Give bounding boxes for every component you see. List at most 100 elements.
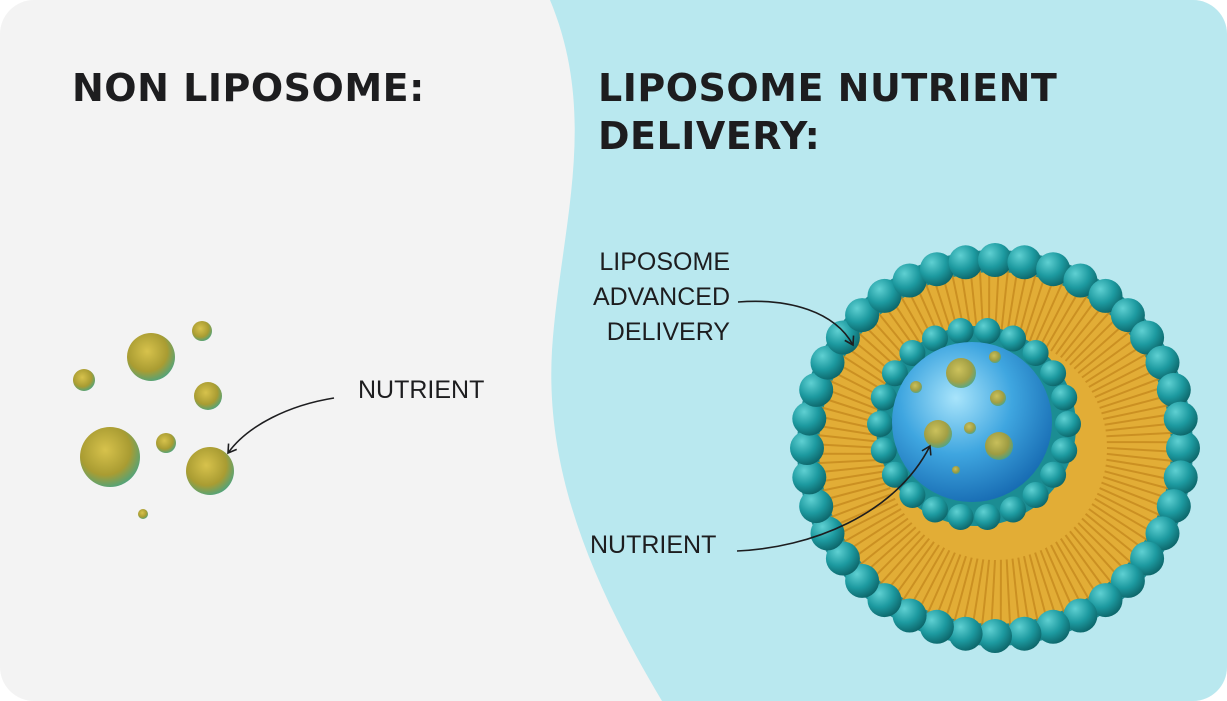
lipid-head — [792, 401, 827, 436]
lipid-head — [1166, 431, 1200, 465]
lipid-tail-strand — [817, 458, 884, 465]
lipid-head — [1130, 541, 1165, 576]
lipid-head — [799, 489, 834, 524]
lipid-tail-strand — [1017, 557, 1030, 623]
lipid-tail-strand — [1105, 422, 1172, 432]
shell-label-line2: ADVANCED — [592, 283, 730, 311]
lipid-tail-strand — [1081, 337, 1137, 379]
lipid-head — [1051, 384, 1078, 411]
lipid-tail-strand — [817, 434, 884, 444]
lipid-tail-strand — [1084, 513, 1138, 557]
lipid-head — [1040, 461, 1067, 488]
lipid-tail-strand — [1104, 413, 1170, 426]
nutrient-particle — [952, 466, 960, 474]
lipid-head — [1063, 263, 1098, 298]
lipid-tail-strand — [1099, 487, 1161, 517]
lipid-tail-strand — [910, 547, 946, 606]
nutrient-particle — [156, 433, 176, 453]
lipid-tail-strand — [1044, 547, 1074, 609]
lipid-head — [948, 616, 983, 651]
lipid-head — [947, 318, 974, 344]
lipid-head — [892, 263, 927, 298]
lipid-head — [1110, 563, 1145, 598]
lipid-head — [867, 278, 902, 313]
lipid-tail-strand — [1055, 541, 1090, 600]
liposome-core — [892, 342, 1052, 502]
lipid-tail-strand — [830, 492, 894, 519]
lipid-head — [1130, 320, 1165, 355]
lipid-head — [974, 318, 1001, 344]
lipid-tail-strand — [1106, 452, 1173, 462]
lipid-tail-strand — [1077, 330, 1131, 374]
lipid-head — [1145, 345, 1180, 380]
lipid-tail-strand — [990, 559, 996, 627]
shell-label-line1: LIPOSOME — [599, 248, 730, 276]
lipid-tail-strand — [1059, 538, 1098, 595]
lipid-head — [978, 243, 1012, 277]
lipid-tail-strands — [816, 269, 1174, 627]
nutrient-particle — [186, 447, 234, 495]
lipid-head — [899, 482, 926, 508]
outer-lipid-heads — [790, 243, 1200, 653]
lipid-tail-strand — [1073, 526, 1120, 578]
lipid-tail-strand — [971, 559, 985, 625]
lipid-tail-strand — [981, 559, 991, 626]
lipid-head — [1088, 583, 1123, 618]
nutrient-particle — [964, 422, 976, 434]
lipid-tail-strand — [1060, 305, 1104, 359]
lipid-tail-strand — [1050, 295, 1088, 352]
lipid-tail-strand — [1094, 369, 1156, 399]
lipid-tail-strand — [1055, 300, 1096, 355]
lipid-head — [867, 583, 902, 618]
lipid-tail-strand — [838, 503, 899, 535]
shell-label: LIPOSOME ADVANCED DELIVERY — [593, 245, 730, 350]
lipid-tail-strand — [1005, 271, 1019, 337]
lipid-head — [978, 619, 1012, 653]
lipid-tail-strand — [1039, 286, 1072, 347]
lipid-head — [919, 609, 954, 644]
nutrient-particle — [194, 382, 222, 410]
lipid-tail-strand — [1106, 447, 1174, 453]
lipid-tail-strand — [872, 530, 921, 579]
lipid-head — [1088, 278, 1123, 313]
lipid-head — [1000, 325, 1026, 352]
lipid-tail-strand — [843, 508, 902, 543]
lipid-tail-strand — [1106, 431, 1173, 438]
lipid-head — [919, 252, 954, 287]
lipid-head — [899, 340, 926, 366]
lipid-tail-strand — [859, 522, 913, 566]
lipid-tail-strand — [879, 534, 926, 585]
lipid-head — [947, 504, 974, 530]
nutrient-particle — [946, 358, 976, 388]
lipid-tail-strand — [1094, 497, 1153, 533]
lipid-tail-strand — [1088, 508, 1143, 549]
shell-label-line3: DELIVERY — [606, 318, 730, 346]
lipid-tail-strand — [824, 481, 889, 501]
lipid-head — [948, 245, 983, 280]
lipid-tail-strand — [944, 555, 967, 620]
lipid-tail-strand — [999, 270, 1009, 337]
lipid-head — [1036, 609, 1071, 644]
lipid-head — [1156, 489, 1191, 524]
lipid-tail-strand — [818, 464, 885, 474]
lipid-head — [1145, 516, 1180, 551]
lipid-tail-strand — [827, 487, 891, 510]
lipid-head — [1022, 340, 1049, 366]
lipid-tail-strand — [821, 476, 888, 492]
lipid-tail-strand — [848, 512, 905, 551]
right-nutrient-arrow — [736, 444, 932, 552]
lipid-head — [1036, 252, 1071, 287]
lipid-tail-strand — [1096, 492, 1157, 525]
lipid-head — [1040, 360, 1067, 387]
lipid-head — [881, 461, 908, 488]
nutrient-particle — [80, 427, 140, 487]
inner-lipid-heads — [867, 318, 1081, 530]
lipid-tail-strand — [1023, 276, 1046, 341]
lipid-tail-strand — [820, 470, 886, 483]
lipid-tail-strand — [865, 526, 917, 573]
lipid-head — [1007, 616, 1042, 651]
lipid-head — [1022, 482, 1049, 508]
nutrient-particle — [985, 432, 1013, 460]
